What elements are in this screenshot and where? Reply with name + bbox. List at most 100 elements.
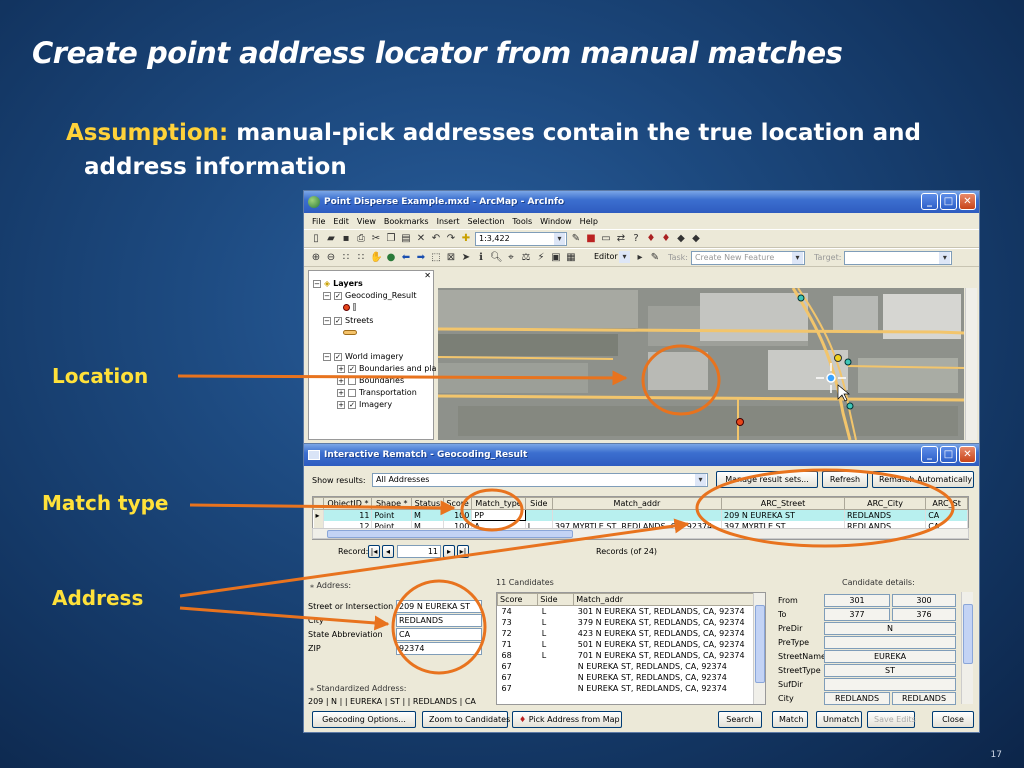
- table-cell[interactable]: [552, 509, 723, 521]
- maximize-icon[interactable]: □: [940, 446, 957, 463]
- maximize-icon[interactable]: □: [940, 193, 957, 210]
- candidate-row[interactable]: 67 N EUREKA ST, REDLANDS, CA, 92374: [498, 683, 765, 694]
- menu-item-insert[interactable]: Insert: [436, 216, 460, 226]
- measure-icon[interactable]: ⚖︎: [521, 251, 531, 263]
- candidate-cell[interactable]: [538, 661, 574, 672]
- table-cell[interactable]: PP: [471, 509, 526, 521]
- pan-icon[interactable]: ✋: [370, 251, 383, 263]
- fixed-zoom-out-icon[interactable]: ∷: [357, 251, 365, 263]
- cut-icon[interactable]: ✂: [371, 232, 381, 244]
- candidate-cell[interactable]: 67: [501, 661, 512, 671]
- candidate-cell[interactable]: 701 N EUREKA ST, REDLANDS, CA, 92374: [577, 650, 745, 660]
- table-cell[interactable]: 100: [443, 509, 473, 521]
- menu-item-window[interactable]: Window: [540, 216, 572, 226]
- fixed-zoom-in-icon[interactable]: ∷: [342, 251, 350, 263]
- html-popup-icon[interactable]: ▣: [551, 251, 561, 263]
- address-input[interactable]: CA: [396, 628, 482, 641]
- candidate-cell[interactable]: 67: [501, 683, 512, 693]
- candidate-column-header[interactable]: Side: [537, 593, 575, 606]
- column-header[interactable]: ARC_St: [925, 497, 968, 510]
- minimize-icon[interactable]: _: [921, 193, 938, 210]
- edit-tool-icon[interactable]: ▸: [637, 251, 643, 263]
- show-results-dropdown[interactable]: All Addresses: [372, 473, 708, 487]
- menu-item-view[interactable]: View: [356, 216, 376, 226]
- map-scrollbar[interactable]: [965, 288, 977, 440]
- time-slider-icon[interactable]: ▦: [566, 251, 576, 263]
- paste-icon[interactable]: ▤: [401, 232, 411, 244]
- menu-item-tools[interactable]: Tools: [512, 216, 533, 226]
- map-view[interactable]: [438, 288, 964, 440]
- toc-world-imagery[interactable]: −✓World imagery: [323, 352, 404, 361]
- candidate-cell[interactable]: 73: [501, 617, 512, 627]
- candidate-cell[interactable]: 379 N EUREKA ST, REDLANDS, CA, 92374: [577, 617, 745, 627]
- candidate-cell[interactable]: 501 N EUREKA ST, REDLANDS, CA, 92374: [577, 639, 745, 649]
- add-data-icon[interactable]: ✚: [461, 232, 471, 244]
- close-button[interactable]: Close: [932, 711, 974, 728]
- column-header[interactable]: ARC_City: [843, 497, 927, 510]
- candidate-cell[interactable]: L: [541, 628, 547, 638]
- zoom-in-icon[interactable]: ⊕: [311, 251, 321, 263]
- geocode-icon[interactable]: ⇄: [616, 232, 626, 244]
- full-extent-icon[interactable]: ●: [386, 251, 396, 263]
- unmatch-button[interactable]: Unmatch: [816, 711, 862, 728]
- candidate-row[interactable]: 73 L 379 N EUREKA ST, REDLANDS, CA, 92374: [498, 617, 765, 628]
- target-dropdown[interactable]: [844, 250, 953, 265]
- table-cell[interactable]: 209 N EUREKA ST: [721, 509, 845, 521]
- arcmap-titlebar[interactable]: Point Disperse Example.mxd - ArcMap - Ar…: [304, 191, 979, 213]
- zoom-out-icon[interactable]: ⊖: [326, 251, 336, 263]
- save-icon[interactable]: ▪: [342, 232, 350, 244]
- open-icon[interactable]: ▰: [327, 232, 335, 244]
- map-point[interactable]: [834, 354, 842, 362]
- redo-icon[interactable]: ↷: [446, 232, 456, 244]
- back-icon[interactable]: ⬅: [401, 251, 411, 263]
- column-header[interactable]: Status: [411, 497, 444, 510]
- checkbox-icon[interactable]: ✓: [334, 291, 342, 300]
- address-input[interactable]: REDLANDS: [396, 614, 482, 627]
- candidate-cell[interactable]: L: [541, 617, 547, 627]
- column-header[interactable]: Match_addr: [551, 497, 723, 510]
- menu-item-edit[interactable]: Edit: [333, 216, 349, 226]
- record-number-input[interactable]: 11: [397, 545, 441, 558]
- toc-close-icon[interactable]: ✕: [424, 271, 431, 280]
- first-record-icon[interactable]: |◂: [368, 545, 380, 558]
- address-input[interactable]: 92374: [396, 642, 482, 655]
- pick-location-marker[interactable]: [816, 363, 846, 393]
- toc-imagery[interactable]: +✓Imagery: [337, 400, 393, 409]
- minimize-icon[interactable]: _: [921, 446, 938, 463]
- find-icon[interactable]: 🔍︎: [490, 251, 503, 263]
- candidate-column-header[interactable]: Match_addr: [573, 593, 765, 606]
- candidate-cell[interactable]: N EUREKA ST, REDLANDS, CA, 92374: [577, 683, 727, 693]
- toc-transportation[interactable]: +Transportation: [337, 388, 417, 397]
- candidate-cell[interactable]: N EUREKA ST, REDLANDS, CA, 92374: [577, 661, 727, 671]
- table-cell[interactable]: 11: [323, 509, 373, 521]
- undo-icon[interactable]: ↶: [431, 232, 441, 244]
- column-header[interactable]: Match_type: [471, 497, 526, 510]
- candidate-cell[interactable]: [538, 683, 574, 694]
- menu-item-bookmarks[interactable]: Bookmarks: [383, 216, 429, 226]
- table-cell[interactable]: Point: [371, 509, 413, 521]
- new-icon[interactable]: ▯: [313, 232, 319, 244]
- clear-selection-icon[interactable]: ⊠: [446, 251, 456, 263]
- search-button[interactable]: Search: [718, 711, 762, 728]
- delete-icon[interactable]: ✕: [416, 232, 426, 244]
- details-scrollbar[interactable]: [961, 592, 973, 704]
- column-header[interactable]: ObjectID *: [323, 497, 373, 510]
- table-cell[interactable]: M: [411, 509, 444, 521]
- editor-menu[interactable]: Editor: [591, 250, 631, 265]
- refresh-button[interactable]: Refresh: [822, 471, 868, 488]
- row-selector[interactable]: ▸: [313, 509, 325, 521]
- editor-toolbar-icon[interactable]: ✎: [571, 232, 581, 244]
- candidate-cell[interactable]: [538, 672, 574, 683]
- goto-xy-icon[interactable]: ⌖: [508, 251, 514, 263]
- next-record-icon[interactable]: ▸: [443, 545, 455, 558]
- print-icon[interactable]: ⎙: [357, 232, 365, 244]
- candidate-cell[interactable]: N EUREKA ST, REDLANDS, CA, 92374: [577, 672, 727, 682]
- help-icon[interactable]: ?: [633, 232, 639, 244]
- tool-b-icon[interactable]: ♦: [661, 232, 671, 244]
- copy-icon[interactable]: ❐: [386, 232, 396, 244]
- window-icon[interactable]: ▭: [601, 232, 611, 244]
- address-input[interactable]: 209 N EUREKA ST: [396, 600, 482, 613]
